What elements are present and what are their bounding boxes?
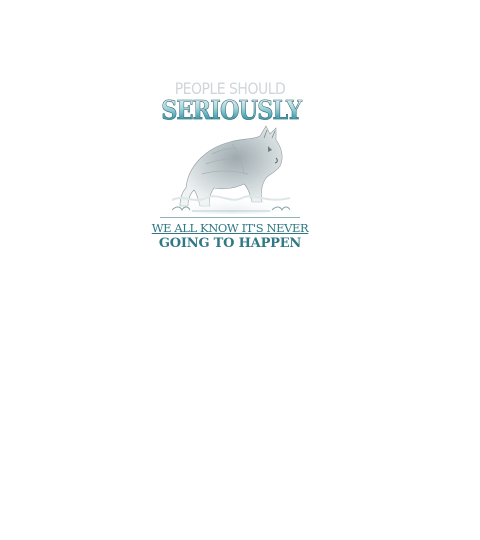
wolf-icon <box>172 125 290 214</box>
wave-ornament-icon <box>172 206 290 212</box>
headline-main: SERIOUSLY <box>161 96 302 126</box>
divider-line <box>160 217 300 218</box>
tagline-top: WE ALL KNOW IT'S NEVER <box>151 221 309 235</box>
headline-top: PEOPLE SHOULD <box>174 80 286 99</box>
tshirt-design: PEOPLE SHOULD SERIOUSLY <box>150 74 310 260</box>
tagline-bottom: GOING TO HAPPEN <box>158 236 302 251</box>
